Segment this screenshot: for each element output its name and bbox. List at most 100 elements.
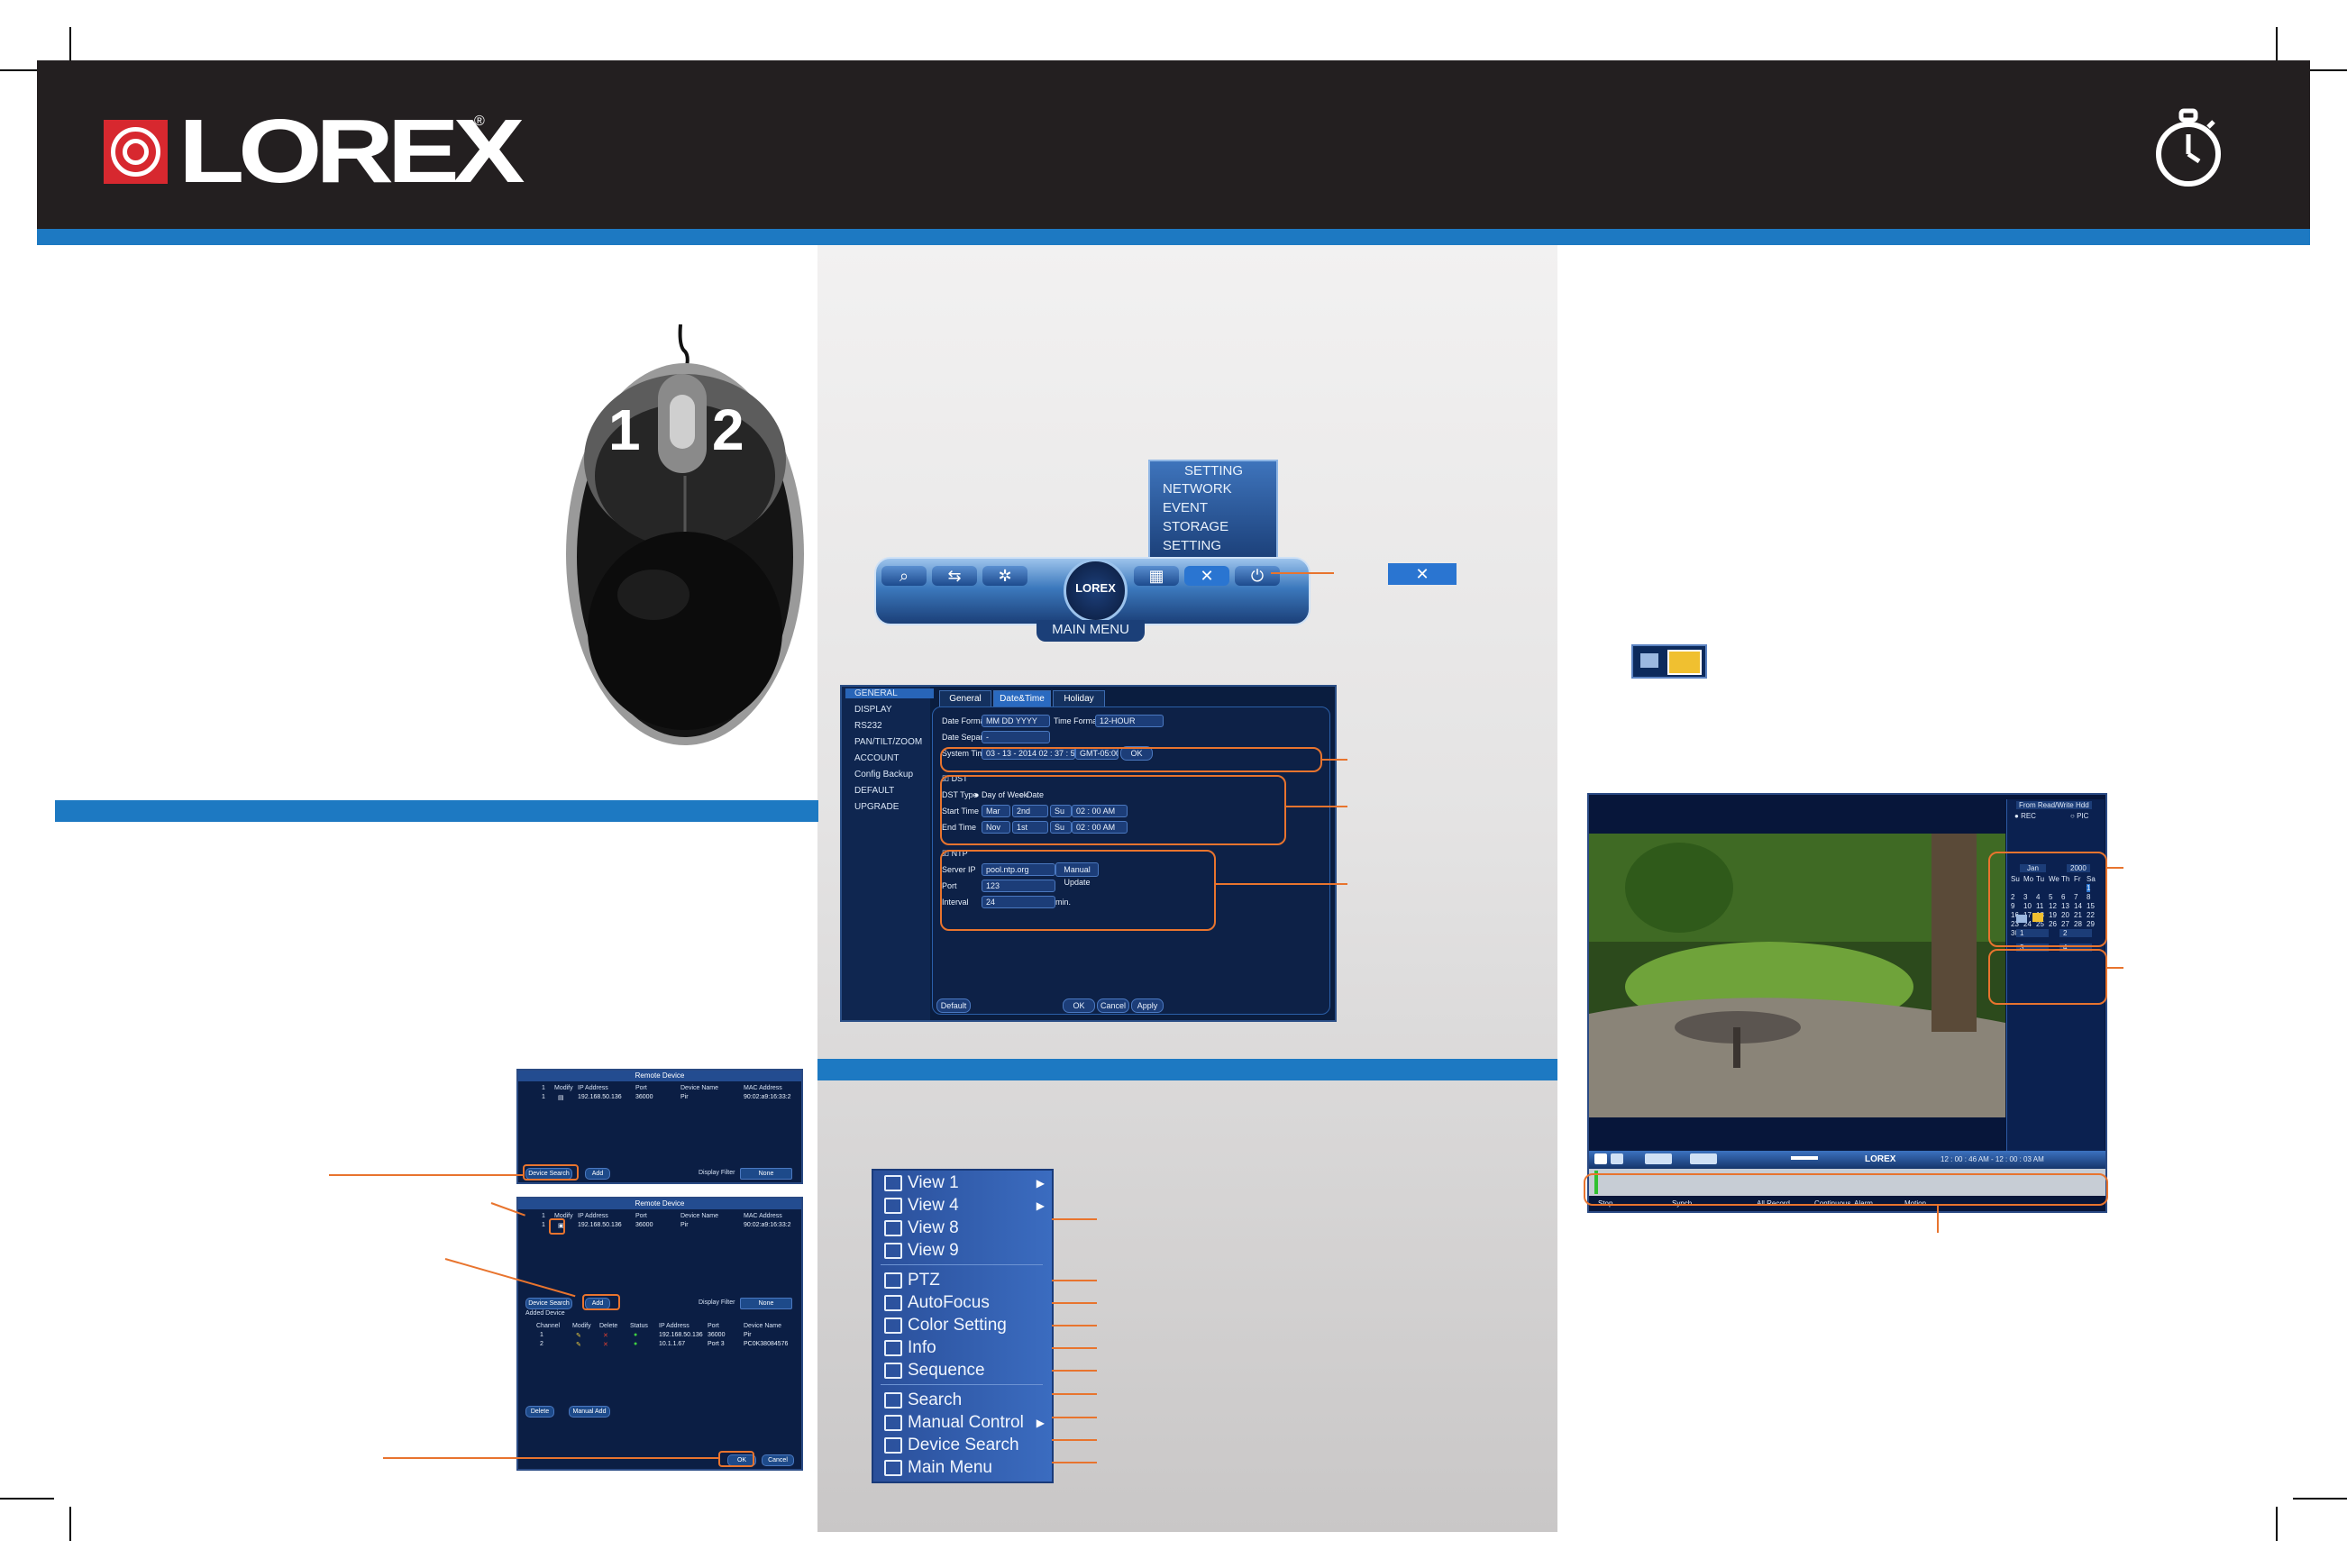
calendar-day[interactable]: 22: [2087, 911, 2095, 919]
dst-date-radio[interactable]: ○ Date: [1019, 790, 1044, 799]
calendar-day[interactable]: 16: [2011, 911, 2019, 919]
quad-view-icon[interactable]: [2032, 913, 2043, 922]
channel-1-select[interactable]: 1: [2016, 929, 2049, 937]
delete-button[interactable]: Delete: [525, 1406, 554, 1418]
calendar-day[interactable]: 27: [2061, 920, 2069, 928]
system-time-ok-button[interactable]: OK: [1120, 746, 1153, 761]
ok-button[interactable]: OK: [1063, 998, 1095, 1013]
menu-item-view-9[interactable]: View 9: [908, 1241, 959, 1260]
calendar-day[interactable]: 24: [2023, 920, 2032, 928]
menu-item-color-setting[interactable]: Color Setting: [908, 1316, 1007, 1335]
tab-holiday[interactable]: Holiday: [1053, 690, 1105, 708]
play-icon[interactable]: [1594, 1153, 1607, 1164]
rewind-icon[interactable]: [1645, 1153, 1672, 1164]
tab-general[interactable]: General: [939, 690, 991, 708]
calendar-day[interactable]: 30: [2011, 929, 2019, 937]
channel-2-select[interactable]: 2: [2059, 929, 2092, 937]
calendar-day[interactable]: 3: [2023, 893, 2028, 901]
legend-synch[interactable]: Synch: [1672, 1199, 1693, 1208]
legend-motion[interactable]: Motion: [1904, 1199, 1927, 1208]
interval-field[interactable]: 24: [982, 896, 1055, 908]
calendar-day[interactable]: 9: [2011, 902, 2015, 910]
date-format-select[interactable]: MM DD YYYY: [982, 715, 1050, 727]
cancel-button[interactable]: Cancel: [762, 1454, 794, 1466]
time-format-select[interactable]: 12-HOUR: [1095, 715, 1164, 727]
calendar-day[interactable]: 19: [2049, 911, 2057, 919]
dst-day-of-week-radio[interactable]: ● Day of Week: [974, 790, 1028, 799]
start-month-select[interactable]: Mar: [982, 805, 1010, 817]
toolbar-gear-icon[interactable]: ✲: [982, 566, 1027, 586]
menu-item-ptz[interactable]: PTZ: [908, 1271, 940, 1290]
sidebar-item-upgrade[interactable]: UPGRADE: [854, 802, 900, 812]
calendar-day[interactable]: 1: [2087, 884, 2091, 892]
toolbar-setting-icon[interactable]: ✕: [1184, 566, 1229, 586]
source-select[interactable]: From Read/Write Hdd: [2016, 801, 2092, 809]
default-button[interactable]: Default: [936, 998, 971, 1013]
calendar-day[interactable]: 14: [2074, 902, 2082, 910]
device-search-button[interactable]: Device Search: [525, 1298, 572, 1309]
calendar-day[interactable]: 26: [2049, 920, 2057, 928]
port-field[interactable]: 123: [982, 880, 1055, 892]
year-select[interactable]: 2000: [2067, 864, 2090, 872]
calendar-day[interactable]: 5: [2049, 893, 2053, 901]
calendar-day[interactable]: 4: [2036, 893, 2041, 901]
fast-forward-icon[interactable]: [1690, 1153, 1717, 1164]
menu-item-manual-control[interactable]: Manual Control: [908, 1413, 1024, 1432]
calendar-day[interactable]: 17: [2023, 911, 2032, 919]
toolbar-info-icon[interactable]: ▦: [1134, 566, 1179, 586]
toolbar-shutdown-icon[interactable]: ⏻: [1235, 566, 1280, 586]
checkbox-icon[interactable]: ▣: [558, 1223, 564, 1229]
calendar-day[interactable]: 8: [2087, 893, 2091, 901]
manual-add-button[interactable]: Manual Add: [569, 1406, 610, 1418]
cancel-button[interactable]: Cancel: [1097, 998, 1129, 1013]
legend-all-record[interactable]: All Record: [1757, 1199, 1790, 1208]
start-day-select[interactable]: Su: [1050, 805, 1072, 817]
menu-item-view-8[interactable]: View 8: [908, 1218, 959, 1237]
tab-date-time[interactable]: Date&Time: [993, 690, 1051, 708]
channel-3-select[interactable]: 3: [2016, 944, 2049, 952]
delete-icon[interactable]: ✕: [603, 1333, 608, 1339]
menu-item-search[interactable]: Search: [908, 1390, 963, 1409]
server-ip-field[interactable]: pool.ntp.org: [982, 863, 1055, 876]
calendar-day[interactable]: 2: [2011, 893, 2015, 901]
calendar-day[interactable]: 29: [2087, 920, 2095, 928]
calendar-day[interactable]: 6: [2061, 893, 2066, 901]
menu-item-view-1[interactable]: View 1: [908, 1173, 959, 1192]
delete-icon[interactable]: ✕: [603, 1342, 608, 1348]
sidebar-item-general[interactable]: GENERAL: [845, 688, 934, 698]
menu-item-info[interactable]: Info: [908, 1338, 936, 1357]
sidebar-item-account[interactable]: ACCOUNT: [854, 753, 900, 763]
pic-radio[interactable]: ○ PIC: [2070, 812, 2089, 820]
month-select[interactable]: Jan: [2020, 864, 2046, 872]
rec-radio[interactable]: ● REC: [2014, 812, 2036, 820]
calendar-day[interactable]: 25: [2036, 920, 2044, 928]
single-view-icon[interactable]: [2016, 915, 2027, 923]
sidebar-item-display[interactable]: DISPLAY: [854, 705, 892, 715]
menu-item-sequence[interactable]: Sequence: [908, 1361, 985, 1380]
menu-item-main-menu[interactable]: Main Menu: [908, 1458, 992, 1477]
calendar-day[interactable]: 21: [2074, 911, 2082, 919]
sidebar-item-config-backup[interactable]: Config Backup: [854, 770, 914, 779]
calendar-day[interactable]: 15: [2087, 902, 2095, 910]
sidebar-item-default[interactable]: DEFAULT: [854, 786, 895, 796]
start-time-field[interactable]: 02 : 00 AM: [1072, 805, 1128, 817]
end-week-select[interactable]: 1st: [1012, 821, 1048, 834]
start-week-select[interactable]: 2nd: [1012, 805, 1048, 817]
dropdown-item-event[interactable]: EVENT: [1163, 500, 1209, 515]
calendar-day[interactable]: 20: [2061, 911, 2069, 919]
menu-item-device-search[interactable]: Device Search: [908, 1436, 1019, 1454]
stop-icon[interactable]: [1611, 1153, 1623, 1164]
display-filter-select[interactable]: None: [740, 1298, 792, 1309]
end-day-select[interactable]: Su: [1050, 821, 1072, 834]
add-button[interactable]: Add: [585, 1168, 610, 1180]
volume-icon[interactable]: [1791, 1156, 1818, 1160]
dropdown-item-network[interactable]: NETWORK: [1163, 481, 1232, 497]
menu-item-autofocus[interactable]: AutoFocus: [908, 1293, 990, 1312]
channel-4-select[interactable]: 4: [2059, 944, 2092, 952]
legend-alarm[interactable]: Alarm: [1854, 1199, 1873, 1208]
edit-icon[interactable]: ✎: [576, 1342, 581, 1348]
dropdown-item-setting[interactable]: SETTING: [1163, 538, 1222, 553]
legend-continuous[interactable]: Continuous: [1814, 1199, 1851, 1208]
sidebar-item-rs232[interactable]: RS232: [854, 721, 882, 731]
edit-icon[interactable]: ▤: [558, 1095, 564, 1101]
